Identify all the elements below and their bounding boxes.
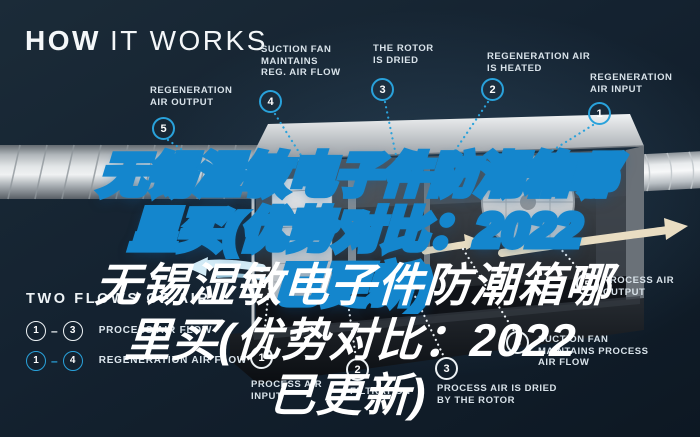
badge-process-2: 2 xyxy=(346,358,369,381)
process-leader-lines xyxy=(261,245,584,360)
legend-badge-to: 3 xyxy=(62,320,83,341)
badge-number: 4 xyxy=(69,355,76,366)
air-flow-legend: TWO FLOWS OF AIR 1 – 3 PROCESS AIR FLOW … xyxy=(26,291,247,380)
badge-number: 4 xyxy=(514,336,521,349)
label-process-air-input: PROCESS AIR INPUT xyxy=(251,379,323,402)
legend-badge-from: 1 xyxy=(26,320,46,341)
badge-number: 1 xyxy=(33,325,39,336)
badge-number: 3 xyxy=(379,83,386,96)
badge-number: 5 xyxy=(160,122,167,135)
badge-regeneration-4: 4 xyxy=(259,90,282,113)
badge-process-4: 4 xyxy=(506,331,529,354)
label-regeneration-air-output: REGENERATION AIR OUTPUT xyxy=(150,85,233,108)
badge-number: 2 xyxy=(489,83,496,96)
machine-unit xyxy=(230,114,645,384)
rotor xyxy=(481,155,575,249)
badge-number: 1 xyxy=(33,355,39,366)
badge-number: 1 xyxy=(258,351,265,364)
badge-number: 4 xyxy=(267,95,274,108)
badge-number: 1 xyxy=(596,107,603,120)
leader-lines xyxy=(166,100,595,360)
label-suction-fan-reg: SUCTION FAN MAINTAINS REG. AIR FLOW xyxy=(261,44,341,78)
badge-number: 3 xyxy=(443,362,450,375)
badge-regeneration-2: 2 xyxy=(481,78,504,101)
range-dash: – xyxy=(51,353,58,368)
range-dash: – xyxy=(51,323,58,338)
label-process-air-dried: PROCESS AIR IS DRIED BY THE ROTOR xyxy=(437,383,557,406)
airflow-arrows xyxy=(186,218,688,281)
title-light: IT WORKS xyxy=(109,25,268,56)
legend-badge-from: 1 xyxy=(26,350,46,371)
label-process-air-output: PROCESS AIR OUTPUT xyxy=(603,275,675,298)
badge-process-1: 1 xyxy=(250,346,273,369)
badge-number: 3 xyxy=(69,325,76,336)
label-regeneration-air-input: REGENERATION AIR INPUT xyxy=(590,72,673,95)
badge-regeneration-5: 5 xyxy=(152,117,175,140)
badge-process-3: 3 xyxy=(435,357,458,380)
label-rotor-is-dried: THE ROTOR IS DRIED xyxy=(373,43,434,66)
legend-regeneration-air-flow: 1 – 4 REGENERATION AIR FLOW xyxy=(26,350,247,371)
legend-process-air-flow: 1 – 3 PROCESS AIR FLOW xyxy=(26,320,247,341)
badge-number: 2 xyxy=(354,363,361,376)
badge-process-5: 5 xyxy=(576,273,599,296)
legend-heading: TWO FLOWS OF AIR xyxy=(26,291,211,307)
legend-label: REGENERATION AIR FLOW xyxy=(98,355,248,366)
label-filtration: FILTRATION xyxy=(350,386,411,397)
label-regeneration-air-heated: REGENERATION AIR IS HEATED xyxy=(487,51,591,74)
badge-number: 5 xyxy=(584,278,591,291)
regeneration-leader-lines xyxy=(166,100,595,177)
title-bold: HOW xyxy=(25,25,101,56)
page-title: HOW IT WORKS xyxy=(25,25,268,57)
badge-regeneration-1: 1 xyxy=(588,102,611,125)
filter-panel xyxy=(271,175,333,309)
legend-badge-to: 4 xyxy=(62,350,83,371)
legend-label: PROCESS AIR FLOW xyxy=(98,325,213,336)
label-suction-fan-process: SUCTION FAN MAINTAINS PROCESS AIR FLOW xyxy=(538,334,649,368)
badge-regeneration-3: 3 xyxy=(371,78,394,101)
